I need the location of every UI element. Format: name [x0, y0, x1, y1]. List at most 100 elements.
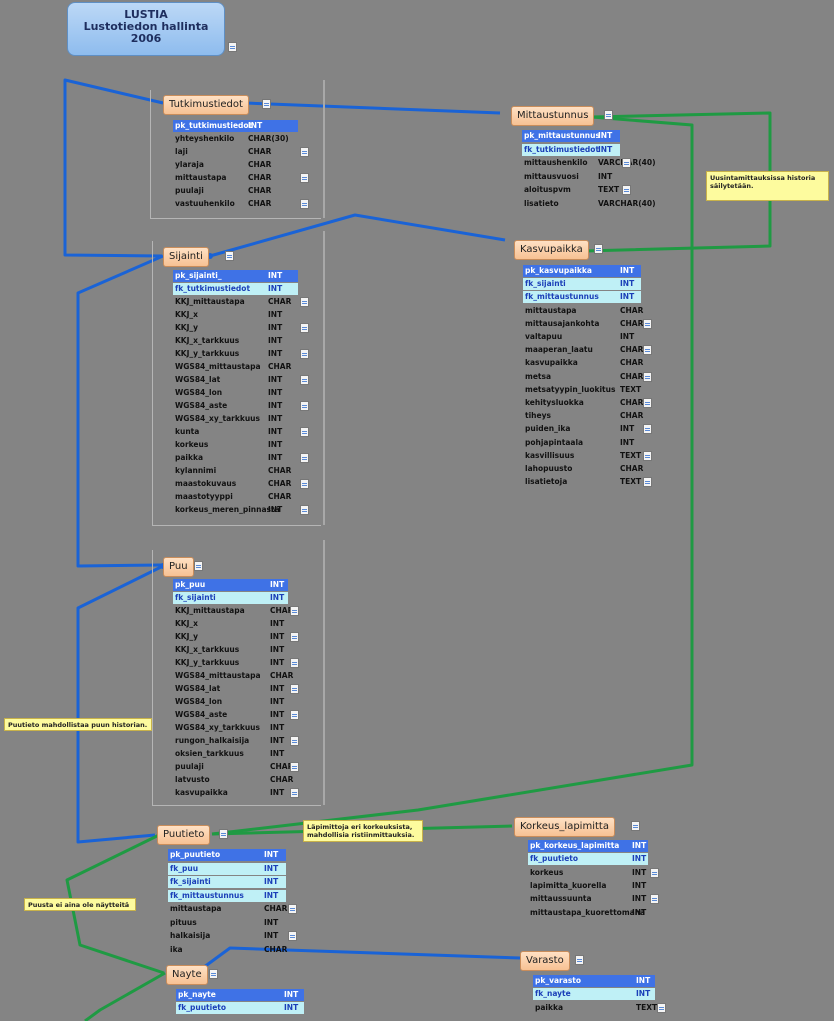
field-type: INT — [268, 310, 283, 319]
field-korkeus-2: korkeus INT — [528, 867, 648, 879]
field-name: fk_puutieto — [178, 1003, 227, 1012]
field-puu-2: KKJ_mittaustapa CHAR — [173, 605, 293, 617]
field-name: kasvupaikka — [525, 358, 578, 367]
field-type: CHAR — [248, 186, 272, 195]
field-type: INT — [620, 292, 635, 301]
field-note-icon — [657, 1003, 666, 1013]
field-name: halkaisija — [170, 931, 211, 940]
field-type: CHAR — [270, 762, 294, 771]
field-name: fk_sijainti — [525, 279, 566, 288]
field-type: INT — [264, 931, 279, 940]
field-name: maaperan_laatu — [525, 345, 593, 354]
field-type: INT — [268, 284, 283, 293]
field-type: INT — [270, 632, 285, 641]
field-name: lisatieto — [524, 199, 559, 208]
table-header-kasvupaikka[interactable]: Kasvupaikka — [514, 240, 589, 260]
field-name: metsa — [525, 372, 552, 381]
table-note-icon — [575, 955, 585, 965]
field-type: INT — [636, 976, 651, 985]
field-name: fk_mittaustunnus — [170, 891, 244, 900]
field-name: KKJ_x_tarkkuus — [175, 336, 240, 345]
table-note-icon — [261, 99, 271, 109]
field-name: KKJ_mittaustapa — [175, 606, 245, 615]
field-name: fk_mittaustunnus — [525, 292, 599, 301]
field-type: TEXT — [620, 385, 642, 394]
field-name: fk_puutieto — [530, 854, 579, 863]
table-header-nayte[interactable]: Nayte — [166, 965, 208, 985]
field-name: KKJ_y_tarkkuus — [175, 658, 240, 667]
field-name: korkeus — [530, 868, 564, 877]
title-line-3: 2006 — [130, 32, 162, 45]
field-name: WGS84_lat — [175, 684, 221, 693]
note-uusinta: Uusintamittauksissa historia säilytetään… — [706, 171, 829, 201]
table-note-icon — [209, 969, 218, 979]
field-type: INT — [264, 850, 279, 859]
field-type: INT — [264, 891, 279, 900]
field-name: lapimitta_kuorella — [530, 881, 607, 890]
field-type: CHAR — [270, 671, 294, 680]
table-header-mittaustunnus[interactable]: Mittaustunnus — [511, 106, 595, 126]
field-name: lahopuusto — [525, 464, 573, 473]
table-note-icon — [594, 244, 604, 254]
field-type: INT — [270, 723, 285, 732]
field-note-icon — [643, 345, 652, 355]
field-name: vastuuhenkilo — [175, 199, 235, 208]
field-type: INT — [270, 658, 285, 667]
field-note-icon — [300, 199, 309, 209]
field-type: INT — [270, 645, 285, 654]
field-name: WGS84_aste — [175, 710, 228, 719]
table-note-icon — [631, 821, 641, 831]
field-name: WGS84_aste — [175, 401, 228, 410]
table-header-korkeus[interactable]: Korkeus_lapimitta — [514, 817, 615, 837]
table-header-puutieto[interactable]: Puutieto — [157, 825, 211, 845]
field-note-icon — [300, 173, 309, 183]
table-header-puu[interactable]: Puu — [163, 557, 194, 577]
rel-tutkimustiedot-sijainti — [63, 78, 164, 258]
field-puutieto-6: halkaisija INT — [168, 930, 286, 942]
field-type: INT — [598, 131, 613, 140]
field-type: INT — [284, 990, 299, 999]
field-note-icon — [290, 632, 299, 642]
field-note-icon — [290, 762, 299, 772]
field-type: INT — [264, 918, 279, 927]
field-name: pk_varasto — [535, 976, 582, 985]
field-type: CHAR — [270, 606, 294, 615]
field-name: pk_kasvupaikka — [525, 266, 592, 275]
field-type: CHAR(30) — [248, 134, 289, 143]
field-name: KKJ_mittaustapa — [175, 297, 245, 306]
field-note-icon — [290, 684, 299, 694]
table-header-sijainti[interactable]: Sijainti — [163, 247, 209, 267]
field-note-icon — [290, 658, 299, 668]
field-type: CHAR — [268, 466, 292, 475]
field-type: INT — [268, 336, 283, 345]
field-type: CHAR — [620, 319, 644, 328]
field-type: INT — [620, 332, 635, 341]
field-name: WGS84_lon — [175, 697, 223, 706]
table-header-tutkimustiedot[interactable]: Tutkimustiedot — [163, 95, 249, 115]
field-note-icon — [300, 323, 309, 333]
table-header-varasto[interactable]: Varasto — [520, 951, 570, 971]
field-type: INT — [270, 749, 285, 758]
field-type: INT — [632, 868, 647, 877]
